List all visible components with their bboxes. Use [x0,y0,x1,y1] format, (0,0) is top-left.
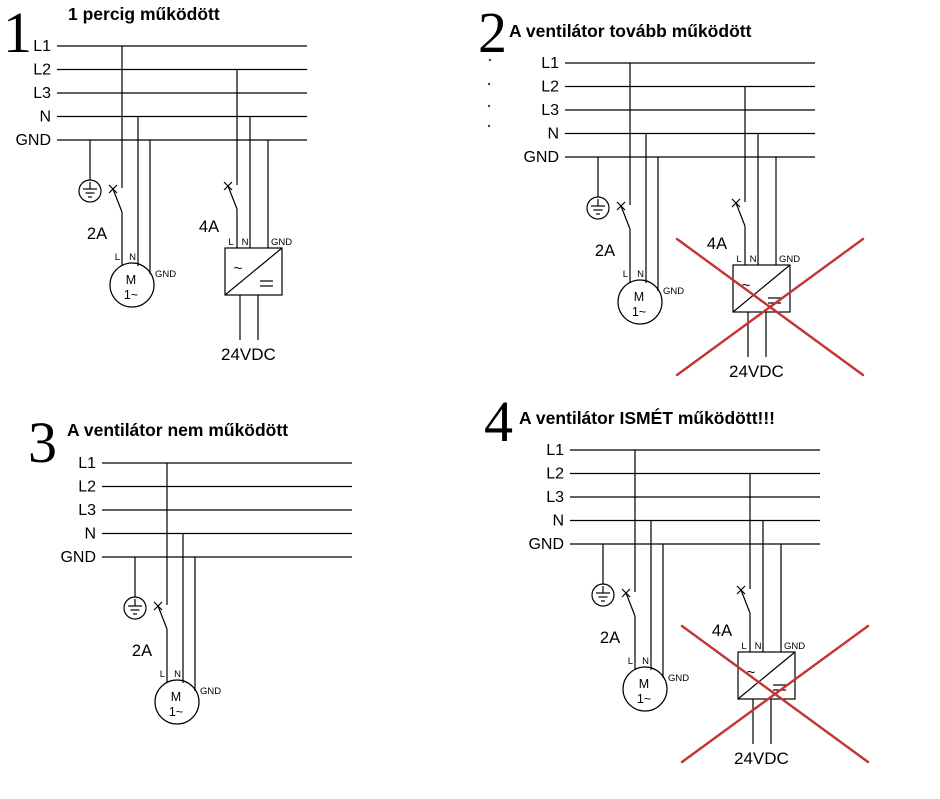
bus-label-l3: L3 [33,85,51,102]
panel-3-circuit: L1 L2 L3 N GND 2A L N GND M 1~ [60,455,353,725]
bus-label-l2: L2 [546,466,564,483]
bus-label-gnd: GND [15,132,51,149]
bus-label-gnd: GND [523,149,559,166]
motor-terminal-gnd: GND [155,269,176,280]
motor-phase: 1~ [637,692,651,706]
psu-terminal-l: L [736,254,741,265]
bus-lines [101,462,353,558]
motor-terminal-n: N [637,269,644,280]
bus-label-l1: L1 [33,38,51,55]
psu-terminal-n: N [755,641,762,652]
bus-label-l1: L1 [78,455,96,472]
panel-4-title: A ventilátor ISMÉT működött!!! [519,407,775,428]
bus-label-l3: L3 [541,102,559,119]
motor-terminal-l: L [628,656,633,667]
motor-phase: 1~ [124,288,138,302]
bus-label-n: N [39,109,51,126]
bus-label-l2: L2 [78,479,96,496]
psu-branch-geometry [223,68,283,341]
bus-lines [569,449,821,545]
panel-4-number: 4 [484,389,513,454]
motor-breaker-rating: 2A [600,629,620,647]
psu-breaker-rating: 4A [199,218,219,236]
psu-breaker-rating: 4A [707,235,727,253]
bus-label-n: N [547,126,559,143]
psu-breaker-rating: 4A [712,622,732,640]
motor-phase: 1~ [169,705,183,719]
bus-lines [564,62,816,158]
psu-ac-symbol: ~ [747,664,756,681]
motor-letter: M [126,273,136,287]
stray-dots [487,58,492,128]
panel-2-title: A ventilátor tovább működött [509,21,752,41]
motor-terminal-l: L [115,252,120,263]
motor-breaker-rating: 2A [87,225,107,243]
panel-2-number: 2 [478,0,507,65]
motor-letter: M [171,690,181,704]
panel-3-number: 3 [28,410,57,475]
motor-branch-geometry [586,62,663,325]
motor-letter: M [634,290,644,304]
motor-branch-geometry [78,45,155,308]
motor-terminal-n: N [642,656,649,667]
motor-terminal-l: L [623,269,628,280]
panel-1: 1 1 percig működött L1 L2 L3 N GND 2A L … [3,0,308,364]
bus-label-l2: L2 [33,62,51,79]
panel-2: 2 A ventilátor tovább működött L1 L2 L3 … [478,0,865,381]
bus-label-l1: L1 [546,442,564,459]
crossed-out-mark [675,237,865,377]
motor-branch-geometry [123,462,200,725]
motor-breaker-rating: 2A [595,242,615,260]
psu-terminal-gnd: GND [779,254,800,265]
motor-terminal-n: N [174,669,181,680]
panel-4: 4 A ventilátor ISMÉT működött!!! L1 L2 L… [484,389,870,768]
psu-output-voltage: 24VDC [734,749,789,768]
psu-output-voltage: 24VDC [221,345,276,364]
bus-label-gnd: GND [60,549,96,566]
motor-terminal-gnd: GND [668,673,689,684]
psu-terminal-gnd: GND [784,641,805,652]
panel-3-title: A ventilátor nem működött [67,420,288,440]
crossed-out-mark [680,624,870,764]
panel-1-number: 1 [3,0,32,65]
bus-label-n: N [552,513,564,530]
panel-2-circuit: L1 L2 L3 N GND 2A L N GND M 1~ 4A L N GN… [523,55,865,381]
motor-letter: M [639,677,649,691]
psu-terminal-n: N [750,254,757,265]
motor-terminal-l: L [160,669,165,680]
motor-phase: 1~ [632,305,646,319]
psu-ac-symbol: ~ [742,277,751,294]
psu-terminal-n: N [242,237,249,248]
motor-terminal-n: N [129,252,136,263]
bus-label-l3: L3 [546,489,564,506]
motor-terminal-gnd: GND [200,686,221,697]
bus-label-gnd: GND [528,536,564,553]
psu-ac-symbol: ~ [234,260,243,277]
psu-terminal-gnd: GND [271,237,292,248]
motor-terminal-gnd: GND [663,286,684,297]
psu-terminal-l: L [228,237,233,248]
panel-1-circuit: L1 L2 L3 N GND 2A L N GND M 1~ 4A L N GN… [15,38,308,364]
bus-label-l3: L3 [78,502,96,519]
bus-label-l1: L1 [541,55,559,72]
psu-terminal-l: L [741,641,746,652]
panel-4-circuit: L1 L2 L3 N GND 2A L N GND M 1~ 4A L N GN… [528,442,870,768]
bus-label-l2: L2 [541,79,559,96]
psu-output-voltage: 24VDC [729,362,784,381]
panel-3: 3 A ventilátor nem működött L1 L2 L3 N G… [28,410,353,725]
motor-branch-geometry [591,449,668,712]
motor-breaker-rating: 2A [132,642,152,660]
panel-1-title: 1 percig működött [68,4,220,24]
bus-lines [56,45,308,141]
bus-label-n: N [84,526,96,543]
